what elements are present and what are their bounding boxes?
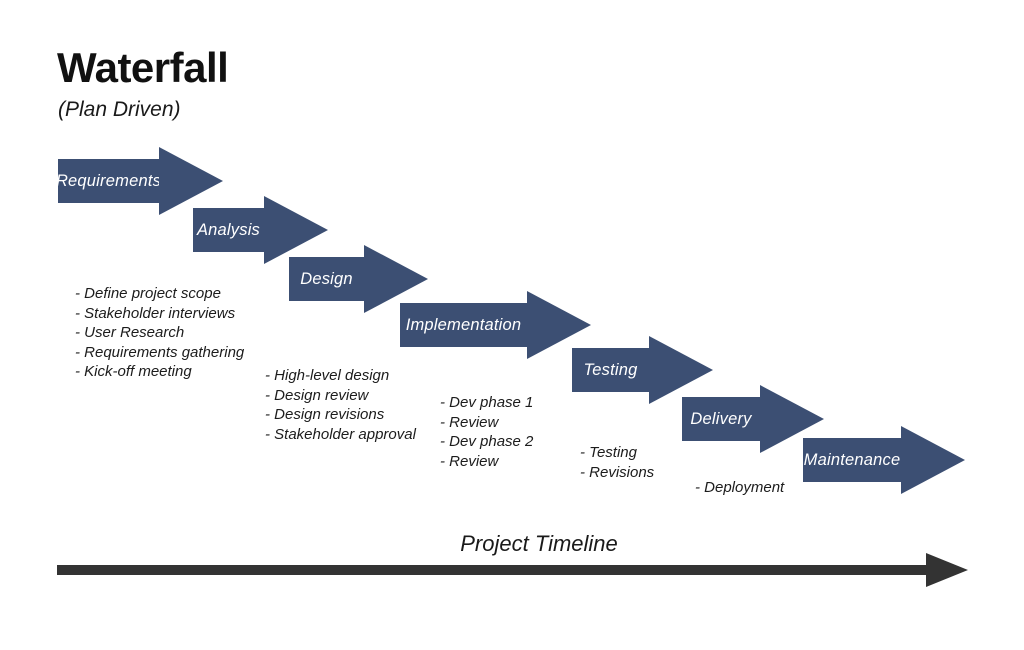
phase-arrow-requirements: Requirements — [55, 147, 223, 215]
phase-arrow-body: Requirements — [55, 159, 162, 203]
note-item: - Design review — [265, 386, 369, 404]
note-item: - Define project scope — [75, 285, 221, 302]
note-item: - Requirements gathering — [75, 343, 245, 361]
phase-arrow-testing: Testing — [572, 336, 713, 404]
note-item: - Dev phase 2 — [440, 433, 534, 450]
page-title: Waterfall — [57, 44, 229, 91]
arrow-head-icon — [159, 147, 223, 215]
note-item: - Design revisions — [265, 406, 385, 423]
phase-arrow-body: Delivery — [682, 397, 760, 441]
notes-requirements: - Define project scope - Stakeholder int… — [75, 284, 244, 382]
note-item: - Revisions — [580, 463, 655, 481]
arrow-head-icon — [527, 291, 591, 359]
note-item: - Review — [440, 452, 499, 470]
note-item: - Review — [440, 413, 499, 431]
notes-implementation: - Dev phase 1 - Review - Dev phase 2 - R… — [440, 393, 533, 471]
timeline-arrow-line — [57, 565, 930, 575]
note-item: - Kick-off meeting — [75, 363, 192, 380]
phase-arrow-body: Implementation — [400, 303, 527, 347]
timeline-label: Project Timeline — [460, 531, 618, 556]
phase-arrow-analysis: Analysis — [193, 196, 328, 264]
phase-arrow-implementation: Implementation — [400, 291, 591, 359]
phase-label: Maintenance — [803, 450, 901, 469]
phase-arrow-body: Maintenance — [803, 438, 901, 482]
note-item: - High-level design — [265, 367, 390, 384]
notes-delivery: - Deployment — [695, 478, 784, 498]
notes-testing: - Testing - Revisions — [580, 443, 654, 482]
phase-label: Delivery — [690, 409, 752, 428]
note-item: - Deployment — [695, 479, 785, 496]
arrow-head-icon — [364, 245, 428, 313]
note-item: - Stakeholder approval — [265, 425, 416, 443]
phase-arrow-body: Testing — [572, 348, 649, 392]
phase-label: Analysis — [196, 220, 261, 239]
phase-label: Testing — [583, 360, 638, 379]
arrow-head-icon — [264, 196, 328, 264]
phase-label: Implementation — [405, 315, 522, 334]
notes-design: - High-level design - Design review - De… — [265, 366, 416, 444]
phase-label: Design — [300, 269, 353, 288]
note-item: - User Research — [75, 324, 185, 341]
phase-arrow-body: Analysis — [193, 208, 264, 252]
arrow-head-icon — [901, 426, 965, 494]
note-item: - Stakeholder interviews — [75, 304, 236, 322]
page-subtitle: (Plan Driven) — [58, 98, 181, 121]
note-item: - Testing — [580, 444, 637, 461]
phase-label: Requirements — [55, 171, 162, 190]
arrow-head-icon — [649, 336, 713, 404]
phase-arrow-body: Design — [289, 257, 364, 301]
phase-arrow-maintenance: Maintenance — [803, 426, 965, 494]
phase-arrow-design: Design — [289, 245, 428, 313]
timeline-arrow-head-icon — [926, 553, 968, 587]
note-item: - Dev phase 1 — [440, 394, 534, 411]
